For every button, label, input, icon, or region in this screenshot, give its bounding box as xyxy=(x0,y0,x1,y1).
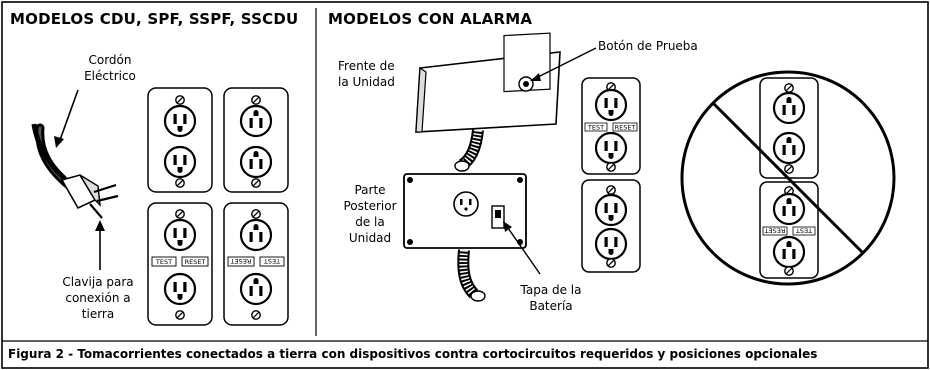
test-button-label: Botón de Prueba xyxy=(598,39,698,53)
outlet-alarm-2 xyxy=(581,179,641,273)
plug-label-line-1: Clavija para xyxy=(62,275,134,289)
unit-back-illustration xyxy=(403,173,527,302)
test-button-tag: TEST xyxy=(155,258,172,266)
outlet-alarm-1: TEST RESET xyxy=(581,77,641,175)
outlet-prohibited-bottom: RESET TEST xyxy=(759,181,819,279)
right-section-heading: MODELOS CON ALARMA xyxy=(328,10,533,28)
left-section-heading: MODELOS CDU, SPF, SSPF, SSCDU xyxy=(10,10,299,28)
back-label: Parte Posterior de la Unidad xyxy=(338,182,402,246)
reset-button-tag: RESET xyxy=(185,258,206,266)
figure-caption: Figura 2 - Tomacorrientes conectados a t… xyxy=(8,347,818,361)
back-label-line-3: de la xyxy=(355,215,385,229)
prohibition-sign xyxy=(680,70,896,286)
test-button-tag: TEST xyxy=(587,124,604,132)
battery-cover-label-line-2: Batería xyxy=(529,299,573,313)
battery-cover-arrow xyxy=(503,221,541,275)
plug-label-line-2: conexión a xyxy=(65,291,131,305)
power-cord-illustration xyxy=(31,123,119,219)
battery-cover-label: Tapa de la Batería xyxy=(506,282,596,314)
plug-arrow xyxy=(95,220,105,270)
plug-label-line-3: tierra xyxy=(81,307,115,321)
test-button-tag: TEST xyxy=(796,227,813,235)
back-label-line-4: Unidad xyxy=(348,231,392,245)
back-label-line-1: Parte xyxy=(354,183,386,197)
reset-button-tag: RESET xyxy=(231,257,252,265)
prohibited-configuration: RESET TEST xyxy=(680,70,896,286)
cord-label: Cordón Eléctrico xyxy=(60,52,160,84)
cord-label-line-2: Eléctrico xyxy=(84,69,136,83)
front-label-line-2: la Unidad xyxy=(338,75,395,89)
outlet-prohibited-top xyxy=(759,77,819,179)
outlet-cdu-1 xyxy=(148,88,212,192)
outlet-cdu-2 xyxy=(224,88,288,192)
front-label-line-1: Frente de xyxy=(338,59,395,73)
test-button-arrow xyxy=(530,47,597,81)
cord-arrow xyxy=(54,89,79,148)
outlet-cdu-3: TEST RESET xyxy=(147,202,213,326)
front-label: Frente de la Unidad xyxy=(338,58,418,90)
unit-front-illustration xyxy=(415,32,561,172)
cord-label-line-1: Cordón xyxy=(88,53,132,67)
outlet-cdu-4: RESET TEST xyxy=(223,202,289,326)
plug-label: Clavija para conexión a tierra xyxy=(48,274,148,322)
battery-cover-label-line-1: Tapa de la xyxy=(520,283,582,297)
test-button-tag: TEST xyxy=(264,257,281,265)
reset-button-tag: RESET xyxy=(765,227,786,235)
back-label-line-2: Posterior xyxy=(343,199,397,213)
reset-button-tag: RESET xyxy=(615,124,636,132)
